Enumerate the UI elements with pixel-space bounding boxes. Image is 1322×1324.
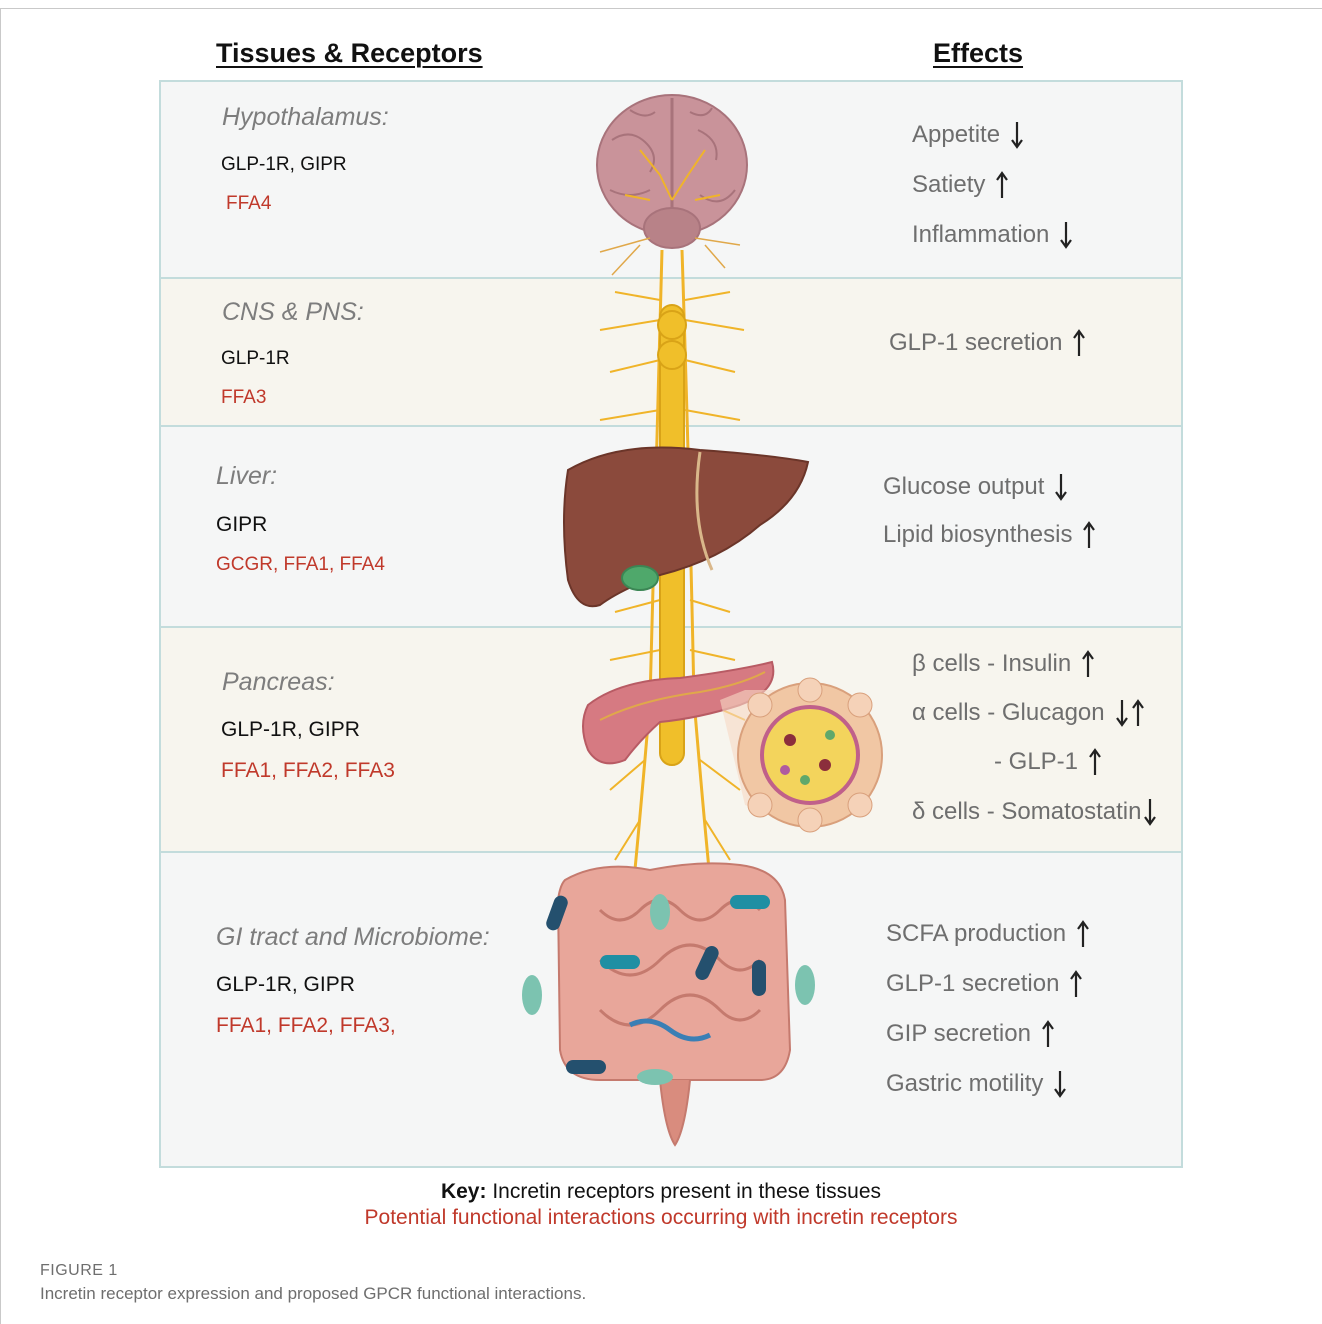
effect-gastric-motility: Gastric motility xyxy=(886,1069,1067,1099)
effect-satiety: Satiety xyxy=(912,170,1009,200)
effect-label: - GLP-1 xyxy=(994,748,1078,776)
arrow-down-icon xyxy=(1115,698,1129,728)
effect-label: Satiety xyxy=(912,171,985,199)
brain-icon xyxy=(597,95,747,275)
effect-label: SCFA production xyxy=(886,920,1066,948)
arrow-up-icon xyxy=(1041,1019,1055,1049)
effect-alpha-glp1: - GLP-1 xyxy=(994,747,1102,777)
effect-beta-insulin: β cells - Insulin xyxy=(912,649,1095,679)
receptors-gi-tract: GLP-1R, GIPR xyxy=(216,973,355,997)
tissue-cns-pns: CNS & PNS: xyxy=(222,298,364,327)
figure-label: FIGURE 1 xyxy=(40,1262,118,1280)
figure-caption: Incretin receptor expression and propose… xyxy=(40,1284,586,1304)
arrow-up-icon xyxy=(1072,328,1086,358)
effect-glp1-secretion-gi: GLP-1 secretion xyxy=(886,969,1083,999)
arrow-up-icon xyxy=(1082,520,1096,550)
effect-appetite: Appetite xyxy=(912,120,1024,150)
effect-label: Gastric motility xyxy=(886,1070,1043,1098)
effect-label: Glucose output xyxy=(883,473,1044,501)
receptors-liver: GIPR xyxy=(216,513,267,537)
arrow-up-icon xyxy=(1081,649,1095,679)
liver-icon xyxy=(564,448,808,607)
key-interactions: Potential functional interactions occurr… xyxy=(0,1206,1322,1230)
arrow-down-icon xyxy=(1143,797,1157,827)
arrow-up-icon xyxy=(1069,969,1083,999)
effect-delta-somatostatin: δ cells - Somatostatin xyxy=(912,797,1157,827)
effect-alpha-glucagon: α cells - Glucagon xyxy=(912,698,1145,728)
effect-label: β cells - Insulin xyxy=(912,650,1071,678)
key-receptors: Key: Incretin receptors present in these… xyxy=(0,1180,1322,1204)
tissue-liver: Liver: xyxy=(216,462,277,491)
effect-label: GLP-1 secretion xyxy=(889,329,1062,357)
effect-glucose-output: Glucose output xyxy=(883,472,1068,502)
receptors-pancreas: GLP-1R, GIPR xyxy=(221,718,360,742)
tissue-gi-tract: GI tract and Microbiome: xyxy=(216,923,490,952)
receptors-cns-pns: GLP-1R xyxy=(221,348,290,370)
effect-label: δ cells - Somatostatin xyxy=(912,798,1141,826)
arrow-down-icon xyxy=(1010,120,1024,150)
arrow-up-icon xyxy=(1088,747,1102,777)
effect-lipid-biosynthesis: Lipid biosynthesis xyxy=(883,520,1096,550)
effect-label: GIP secretion xyxy=(886,1020,1031,1048)
key-label: Key: xyxy=(441,1180,487,1203)
effect-label: α cells - Glucagon xyxy=(912,699,1105,727)
effect-scfa-production: SCFA production xyxy=(886,919,1090,949)
tissue-hypothalamus: Hypothalamus: xyxy=(222,103,389,132)
arrow-up-icon xyxy=(995,170,1009,200)
effect-glp1-secretion-cns: GLP-1 secretion xyxy=(889,328,1086,358)
interactions-liver: GCGR, FFA1, FFA4 xyxy=(216,554,385,576)
tissue-pancreas: Pancreas: xyxy=(222,668,335,697)
receptors-hypothalamus: GLP-1R, GIPR xyxy=(221,154,347,176)
effect-label: Inflammation xyxy=(912,221,1049,249)
arrow-down-icon xyxy=(1059,220,1073,250)
effect-label: Appetite xyxy=(912,121,1000,149)
effect-inflammation: Inflammation xyxy=(912,220,1073,250)
arrow-up-icon xyxy=(1131,698,1145,728)
arrow-down-icon xyxy=(1054,472,1068,502)
interactions-pancreas: FFA1, FFA2, FFA3 xyxy=(221,759,395,783)
interactions-cns-pns: FFA3 xyxy=(221,387,266,409)
effect-label: Lipid biosynthesis xyxy=(883,521,1072,549)
interactions-hypothalamus: FFA4 xyxy=(226,193,271,215)
arrow-down-icon xyxy=(1053,1069,1067,1099)
interactions-gi-tract: FFA1, FFA2, FFA3, xyxy=(216,1014,396,1038)
arrow-up-icon xyxy=(1076,919,1090,949)
islet-icon xyxy=(738,678,882,832)
effect-label: GLP-1 secretion xyxy=(886,970,1059,998)
key-receptors-text: Incretin receptors present in these tiss… xyxy=(492,1180,881,1203)
effect-gip-secretion: GIP secretion xyxy=(886,1019,1055,1049)
